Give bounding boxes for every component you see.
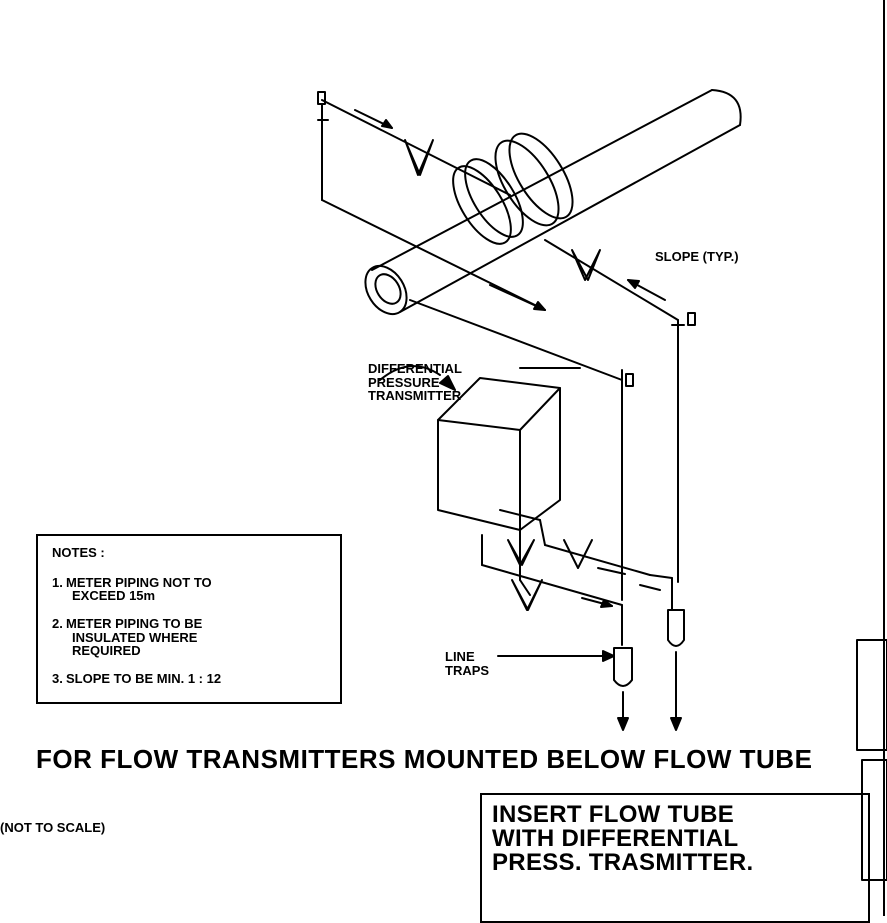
title-line3: PRESS. TRASMITTER. bbox=[492, 849, 754, 876]
note-item: 2. METER PIPING TO BE INSULATED WHERE RE… bbox=[52, 617, 326, 658]
note-text: METER PIPING NOT TO bbox=[66, 574, 212, 590]
orifice-flanges bbox=[452, 132, 574, 245]
line-traps-label-line1: LINE bbox=[445, 649, 475, 664]
note-number: 1. bbox=[52, 574, 63, 590]
transmitter-label-line2: PRESSURE bbox=[368, 374, 440, 390]
notes-box: NOTES : 1. METER PIPING NOT TO EXCEED 15… bbox=[36, 534, 342, 704]
note-number: 2. bbox=[52, 615, 63, 631]
line-traps bbox=[613, 609, 685, 731]
transmitter-label: DIFFERENTIAL PRESSURE TRANSMITTER bbox=[368, 362, 462, 403]
note-text: SLOPE TO BE MIN. 1 : 12 bbox=[66, 670, 222, 686]
drawing-caption: FOR FLOW TRANSMITTERS MOUNTED BELOW FLOW… bbox=[36, 744, 813, 774]
note-text: METER PIPING TO BE bbox=[66, 615, 203, 631]
scale-note: (NOT TO SCALE) bbox=[0, 820, 106, 835]
note-text: EXCEED 15m bbox=[72, 588, 156, 604]
transmitter-label-line1: DIFFERENTIAL bbox=[368, 361, 462, 376]
note-text: INSULATED WHERE bbox=[72, 629, 198, 645]
transmitter-label-line3: TRANSMITTER bbox=[368, 388, 462, 404]
note-number: 3. bbox=[52, 670, 63, 686]
line-traps-label-line2: TRAPS bbox=[445, 662, 490, 678]
transmitter-box bbox=[437, 377, 561, 531]
title-line1: INSERT FLOW TUBE bbox=[492, 801, 735, 828]
note-text: REQUIRED bbox=[72, 643, 141, 659]
title-line2: WITH DIFFERENTIAL bbox=[492, 825, 739, 852]
impulse-line-right bbox=[544, 239, 696, 583]
manifold-piping bbox=[481, 509, 673, 646]
notes-title: NOTES : bbox=[52, 545, 105, 560]
impulse-line-main bbox=[409, 284, 634, 601]
note-item: 1. METER PIPING NOT TO EXCEED 15m bbox=[52, 574, 326, 604]
impulse-line-left bbox=[317, 91, 546, 311]
note-item: 3. SLOPE TO BE MIN. 1 : 12 bbox=[52, 672, 326, 686]
title-block: INSERT FLOW TUBE WITH DIFFERENTIAL PRESS… bbox=[480, 793, 870, 923]
flow-tube bbox=[364, 89, 742, 316]
slope-label: SLOPE (TYP.) bbox=[655, 249, 739, 264]
line-traps-label: LINE TRAPS bbox=[445, 650, 489, 677]
